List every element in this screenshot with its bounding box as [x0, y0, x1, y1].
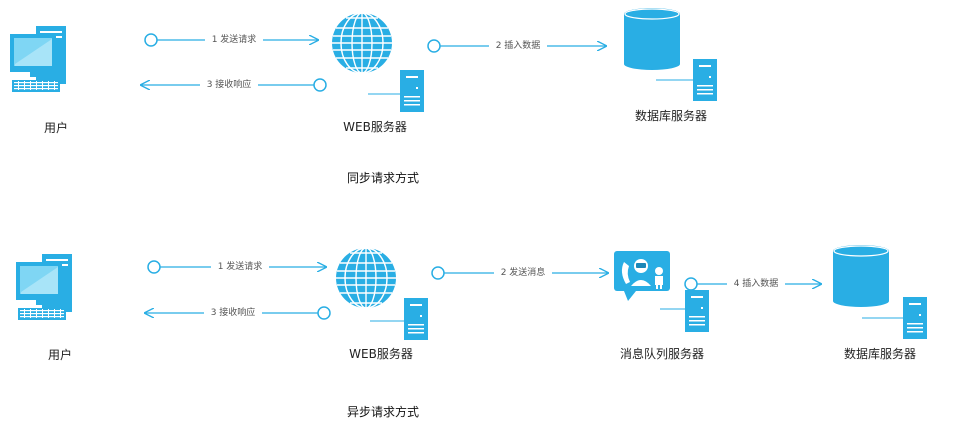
async-mq-label: 消息队列服务器 [620, 346, 704, 361]
sync-user-label: 用户 [44, 120, 68, 135]
async-section: 用户 WEB服务器 [16, 244, 927, 419]
desktop-computer-icon [16, 254, 72, 320]
globe-icon [335, 247, 397, 309]
sync-edge-request: 1 发送请求 [144, 33, 318, 47]
async-user-label: 用户 [48, 347, 72, 362]
server-tower-icon [903, 297, 927, 339]
database-cylinder-icon [623, 7, 681, 71]
sync-edge-insert-label: 2 插入数据 [496, 39, 541, 51]
async-edge-send-message-label: 2 发送消息 [501, 266, 546, 278]
globe-icon [331, 12, 393, 74]
desktop-computer-icon [10, 26, 66, 92]
async-edge-request: 1 发送请求 [147, 260, 326, 274]
async-caption: 异步请求方式 [347, 404, 419, 419]
sync-db-node: 数据库服务器 [623, 7, 717, 123]
async-edge-send-message: 2 发送消息 [431, 266, 608, 280]
sync-web-label: WEB服务器 [343, 119, 407, 134]
async-mq-node: 消息队列服务器 [614, 251, 709, 361]
server-tower-icon [693, 59, 717, 101]
sync-edge-response-label: 3 接收响应 [207, 78, 252, 90]
async-edge-insert: 4 插入数据 [684, 277, 821, 291]
sync-db-label: 数据库服务器 [635, 108, 707, 123]
async-db-node: 数据库服务器 [832, 244, 927, 361]
server-tower-icon [404, 298, 428, 340]
sync-caption: 同步请求方式 [347, 170, 419, 185]
async-user-node: 用户 [16, 254, 72, 362]
async-edge-insert-label: 4 插入数据 [734, 277, 779, 289]
async-edge-response-label: 3 接收响应 [211, 306, 256, 318]
server-tower-icon [685, 290, 709, 332]
sync-edge-response: 3 接收响应 [141, 78, 327, 92]
database-cylinder-icon [832, 244, 890, 308]
sync-section: 用户 WEB服务器 数据库服务器 1 发送请求 3 接收 [10, 7, 717, 185]
async-web-node: WEB服务器 [335, 247, 428, 361]
sync-edge-insert: 2 插入数据 [427, 39, 606, 53]
server-tower-icon [400, 70, 424, 112]
sync-web-node: WEB服务器 [331, 12, 424, 134]
async-edge-request-label: 1 发送请求 [218, 260, 263, 272]
async-db-label: 数据库服务器 [844, 346, 916, 361]
chat-support-icon [614, 251, 670, 301]
async-edge-response: 3 接收响应 [145, 306, 331, 320]
sync-edge-request-label: 1 发送请求 [212, 33, 257, 45]
sync-user-node: 用户 [10, 26, 68, 135]
async-web-label: WEB服务器 [349, 346, 413, 361]
